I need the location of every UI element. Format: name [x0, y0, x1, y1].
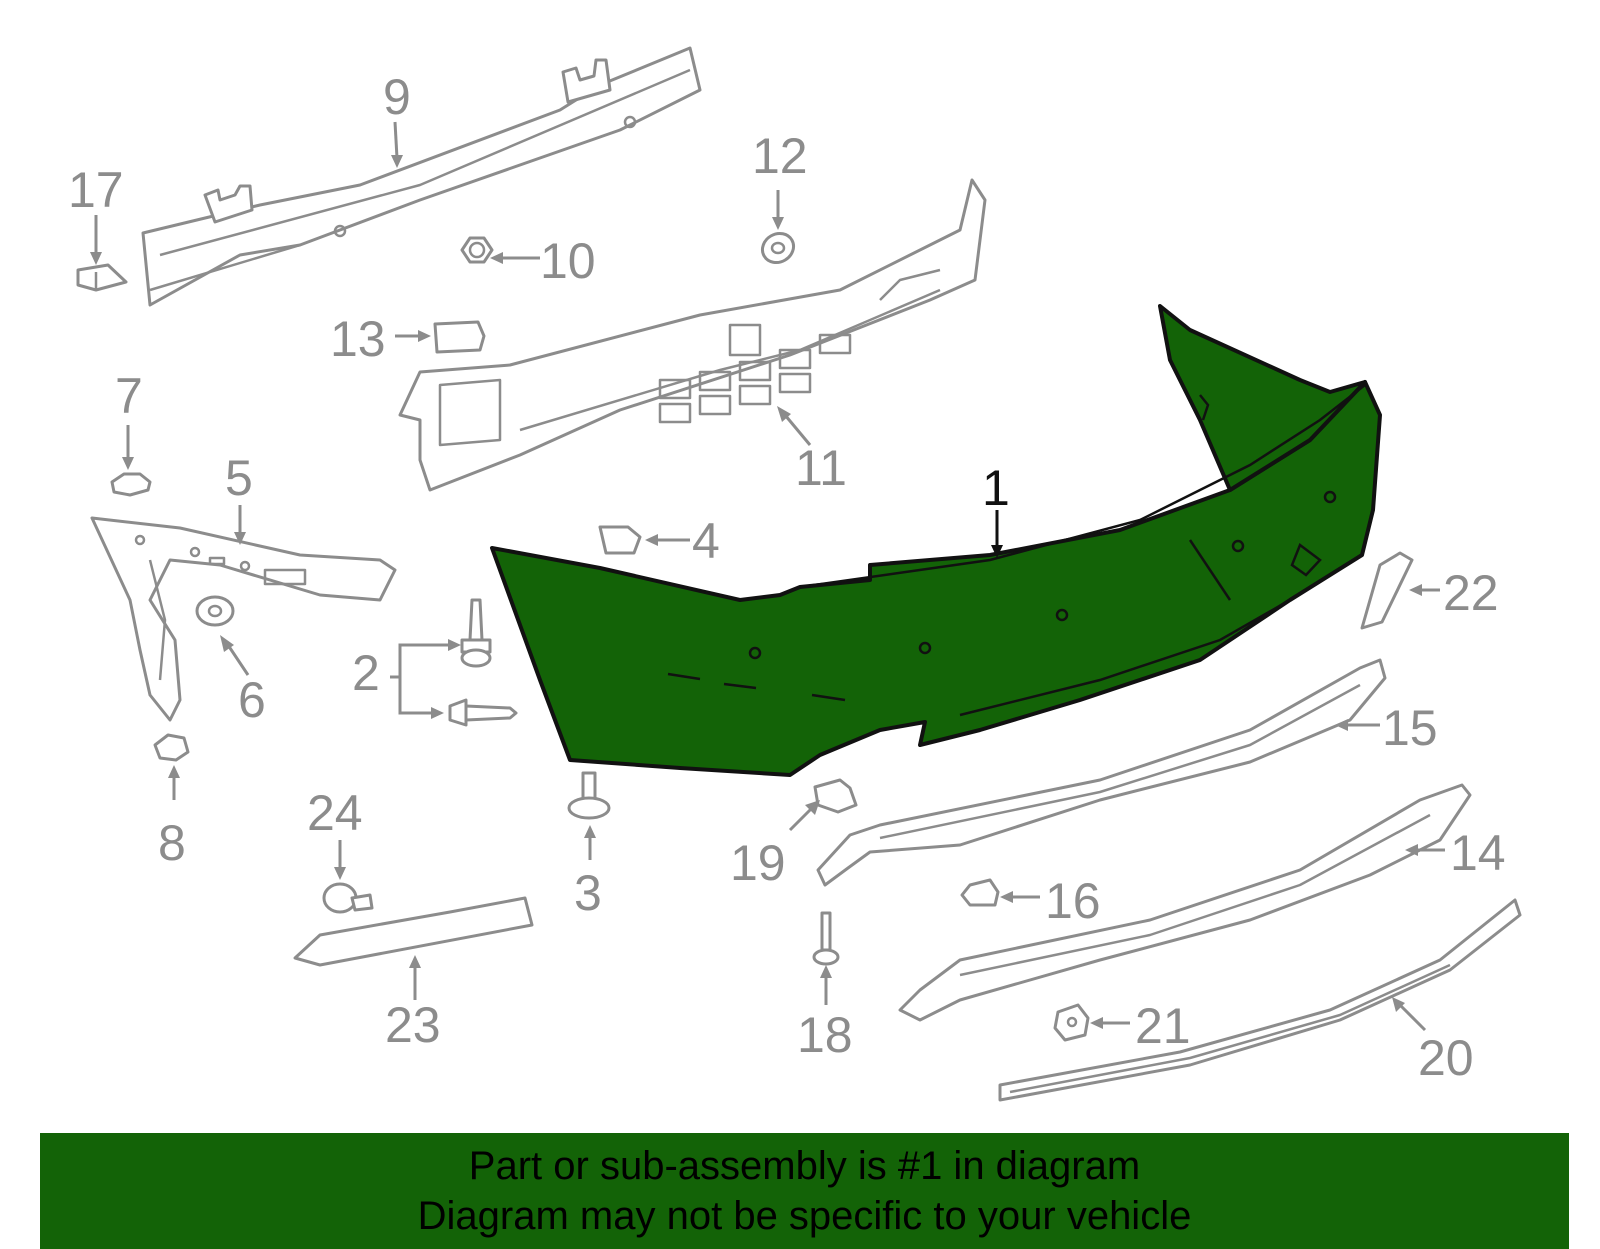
callout-21: 21	[1135, 998, 1191, 1054]
leader-arrows	[90, 121, 1445, 1032]
nut-10-part	[460, 236, 494, 264]
trim-strip-20-part	[998, 898, 1522, 1102]
energy-absorber-part	[398, 178, 987, 492]
screw-18-part	[812, 911, 840, 966]
callout-5: 5	[225, 450, 253, 506]
callout-10: 10	[540, 233, 596, 289]
callout-12: 12	[752, 128, 808, 184]
washer-12-part	[760, 231, 796, 265]
trim-strip-23-part	[293, 896, 534, 967]
bumper-bracket-part	[90, 516, 397, 722]
diffuser-14-part	[898, 783, 1472, 1022]
reinforcement-bar-part	[141, 46, 702, 307]
callout-18: 18	[797, 1007, 853, 1063]
bolt-2-lower-part	[448, 698, 518, 727]
callout-17: 17	[68, 162, 124, 218]
reflector-22-part	[1360, 551, 1414, 630]
clip-4-part	[598, 525, 642, 555]
clip-17-part	[76, 263, 128, 292]
lower-molding-15-part	[816, 658, 1387, 887]
clip-7-part	[110, 472, 152, 497]
callout-15: 15	[1382, 700, 1438, 756]
callout-6: 6	[238, 672, 266, 728]
push-pin-3-part	[567, 771, 611, 820]
callout-19: 19	[730, 835, 786, 891]
bumper-cover-part-highlighted	[490, 304, 1382, 777]
callout-23: 23	[385, 997, 441, 1053]
callout-16: 16	[1045, 873, 1101, 929]
clip-21-part	[1053, 1003, 1090, 1042]
callout-20: 20	[1418, 1030, 1474, 1086]
clip-13-part	[433, 320, 486, 354]
bolt-2-upper-part	[460, 598, 492, 668]
callout-7: 7	[115, 368, 143, 424]
bracket-19-part	[813, 778, 858, 814]
callout-9: 9	[383, 69, 411, 125]
banner-line-1: Part or sub-assembly is #1 in diagram	[468, 1144, 1141, 1188]
callout-11: 11	[795, 440, 847, 496]
callout-24: 24	[307, 785, 363, 841]
clip-24-part	[322, 882, 374, 914]
callout-3: 3	[574, 865, 602, 921]
callout-2: 2	[352, 645, 380, 701]
callout-22: 22	[1443, 565, 1499, 621]
callout-4: 4	[692, 513, 720, 569]
push-pin-6-part	[195, 595, 235, 627]
clip-8-part	[153, 733, 190, 762]
disclaimer-banner: Part or sub-assembly is #1 in diagram Di…	[40, 1133, 1569, 1249]
banner-line-2: Diagram may not be specific to your vehi…	[417, 1194, 1192, 1238]
callout-1: 1	[982, 460, 1010, 516]
grommet-16-part	[960, 878, 1000, 907]
callout-8: 8	[158, 815, 186, 871]
callout-13: 13	[330, 311, 386, 367]
callout-14: 14	[1450, 825, 1506, 881]
